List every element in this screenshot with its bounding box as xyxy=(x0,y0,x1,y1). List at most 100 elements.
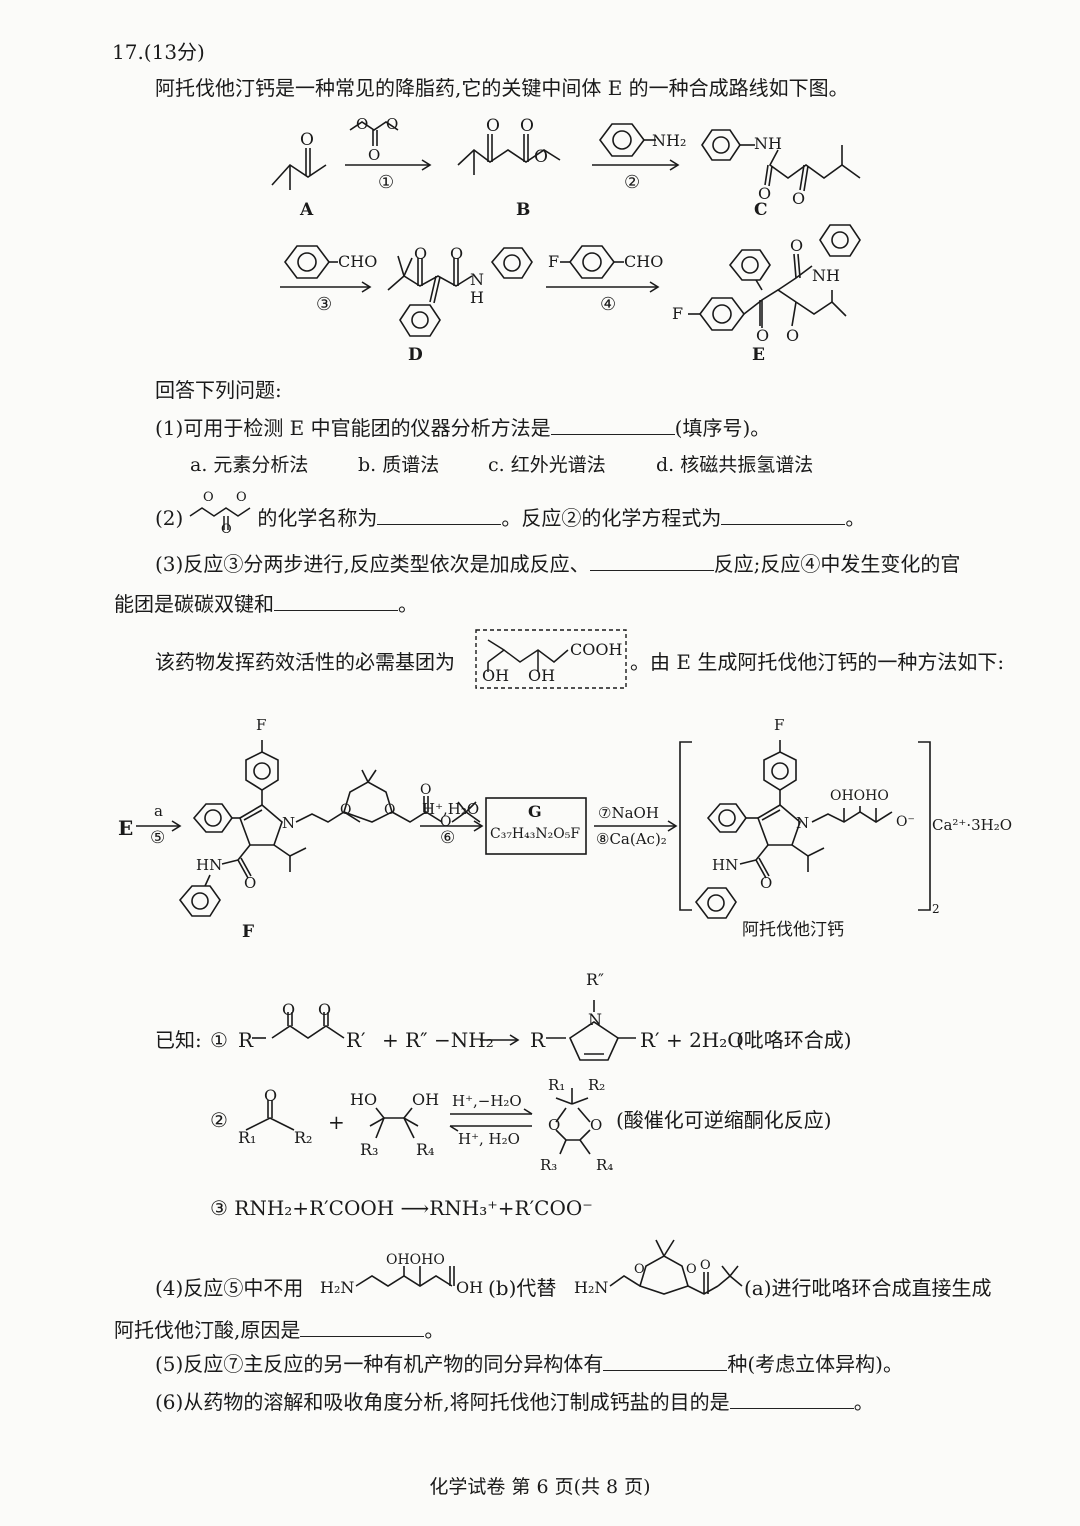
group-oh-2: OH xyxy=(528,666,556,685)
compound-label-a: A xyxy=(300,200,314,220)
known-1-product-rp: R′ + 2H₂O xyxy=(640,1028,744,1052)
atom-label-o: O xyxy=(786,326,800,345)
atom-label-o: O xyxy=(244,874,257,892)
known-2-oh: OH xyxy=(412,1090,440,1109)
q4-part-c: (a)进行吡咯环合成直接生成 xyxy=(744,1276,992,1300)
atom-label-hn: HN xyxy=(196,856,223,874)
atom-label-f: F xyxy=(774,716,785,734)
subscript-2: 2 xyxy=(932,902,940,916)
answer-blank-6[interactable] xyxy=(729,1390,854,1409)
atom-label-f: F xyxy=(672,304,684,323)
atom-label-o: O xyxy=(486,116,500,136)
salt-label: Ca²⁺·3H₂O xyxy=(932,816,1013,834)
known-1-rp: R′ xyxy=(346,1028,366,1052)
known-2-label: ② xyxy=(210,1108,228,1132)
answer-blank-3a[interactable] xyxy=(589,552,714,571)
atom-label-o: O xyxy=(634,1262,645,1277)
atom-label-o: O xyxy=(236,490,247,505)
answer-blank-4[interactable] xyxy=(300,1318,425,1337)
atom-label-o: O xyxy=(758,184,772,203)
atom-label-o: O xyxy=(384,802,396,818)
step-5-label: ⑤ xyxy=(150,828,166,848)
page-footer: 化学试卷 第 6 页(共 8 页) xyxy=(429,1476,651,1498)
atom-label-hn: HN xyxy=(712,856,739,874)
question-3-line2: 能团是碳碳双键和。 xyxy=(114,592,418,616)
pharmacophore-suffix: 。由 E 生成阿托伐他汀钙的一种方法如下: xyxy=(630,650,1005,674)
atom-label-o: O xyxy=(790,236,804,255)
atom-label-n: N xyxy=(796,814,810,832)
atom-label-o: O xyxy=(686,1262,697,1277)
known-2-r2: R₂ xyxy=(294,1128,313,1147)
atom-label-o: O xyxy=(548,1116,561,1134)
q4-part-b: (b)代替 xyxy=(488,1276,557,1300)
answer-blank-5[interactable] xyxy=(603,1352,728,1371)
atom-label-o: O xyxy=(282,1000,296,1019)
pharmacophore-prefix: 该药物发挥药效活性的必需基团为 xyxy=(155,650,455,674)
question-6: (6)从药物的溶解和吸收角度分析,将阿托伐他汀制成钙盐的目的是。 xyxy=(155,1390,874,1414)
q4-ohoho: OHOHO xyxy=(386,1252,445,1268)
q1-option-c: c. 红外光谱法 xyxy=(488,454,606,476)
known-2-plus: + xyxy=(328,1110,345,1134)
known-2-forward: H⁺,−H₂O xyxy=(452,1092,522,1110)
scheme2-start-e: E xyxy=(118,816,134,840)
q4-line2: 阿托伐他汀酸,原因是。 xyxy=(114,1318,445,1342)
group-oh-1: OH xyxy=(482,666,510,685)
box-label-g: G xyxy=(528,802,542,821)
known-2-r1-product: R₁ xyxy=(548,1076,566,1094)
known-1-r2: R″ xyxy=(586,970,605,989)
atom-label-o: O xyxy=(356,115,369,133)
known-2-r3: R₃ xyxy=(360,1140,379,1159)
q1-option-a: a. 元素分析法 xyxy=(190,454,309,476)
question-2: (2)的化学名称为。反应②的化学方程式为。 xyxy=(155,506,866,530)
reagent-cho: CHO xyxy=(338,252,378,271)
known-1-r: R xyxy=(238,1028,254,1052)
atom-label-n: N xyxy=(282,814,296,832)
step-8-reagent: ⑧Ca(Ac)₂ xyxy=(596,830,667,848)
answer-blank-2b[interactable] xyxy=(721,506,846,525)
group-cooh: COOH xyxy=(570,640,623,659)
answer-blank-2a[interactable] xyxy=(377,506,502,525)
atom-label-o: O xyxy=(590,1116,603,1134)
compound-label-c: C xyxy=(754,200,768,220)
atom-label-ohohoo: OHOHO xyxy=(830,788,889,804)
known-1-note: (吡咯环合成) xyxy=(736,1028,852,1052)
atom-label-o: O xyxy=(386,115,399,133)
compound-label-f: F xyxy=(242,922,255,942)
known-1-n: N xyxy=(588,1010,602,1029)
step-2-label: ② xyxy=(624,172,641,193)
atom-label-o: O xyxy=(760,874,773,892)
atom-label-n: N xyxy=(470,270,484,289)
reagent-a: a xyxy=(154,802,163,820)
known-2-r2-product: R₂ xyxy=(588,1076,606,1094)
compound-label-b: B xyxy=(516,200,531,220)
step-7-reagent: ⑦NaOH xyxy=(598,804,659,822)
atom-label-o: O xyxy=(450,244,464,263)
answer-blank-1[interactable] xyxy=(550,416,675,435)
step-1-label: ① xyxy=(378,172,395,193)
known-1-product-r: R xyxy=(530,1028,546,1052)
answer-blank-3b[interactable] xyxy=(274,592,398,611)
known-2-ho: HO xyxy=(350,1090,378,1109)
product-name: 阿托伐他汀钙 xyxy=(742,920,844,940)
atom-label-o: O xyxy=(300,130,314,150)
box-formula: C₃₇H₄₃N₂O₅F xyxy=(490,826,581,842)
known-1-label: ① xyxy=(210,1028,228,1052)
atom-label-o: O xyxy=(756,326,770,345)
step-4-label: ④ xyxy=(600,294,617,315)
q4-part-a: (4)反应⑤中不用 xyxy=(155,1276,304,1300)
known-2-note: (酸催化可逆缩酮化反应) xyxy=(616,1108,832,1132)
atom-label-h: H xyxy=(470,288,484,307)
atom-label-o: O xyxy=(414,244,428,263)
question-intro: 阿托伐他汀钙是一种常见的降脂药,它的关键中间体 E 的一种合成路线如下图。 xyxy=(155,76,849,100)
compound-label-d: D xyxy=(408,345,423,365)
q1-option-b: b. 质谱法 xyxy=(358,454,440,476)
known-2-reverse: H⁺, H₂O xyxy=(458,1130,520,1148)
step-6-reagent: H⁺,H₂O xyxy=(422,800,480,818)
reagent-nh2: NH₂ xyxy=(652,131,687,150)
compound-label-e: E xyxy=(752,345,765,365)
known-title: 已知: xyxy=(155,1028,202,1052)
atom-label-nh: NH xyxy=(812,266,840,285)
atom-label-o: O xyxy=(203,490,214,505)
